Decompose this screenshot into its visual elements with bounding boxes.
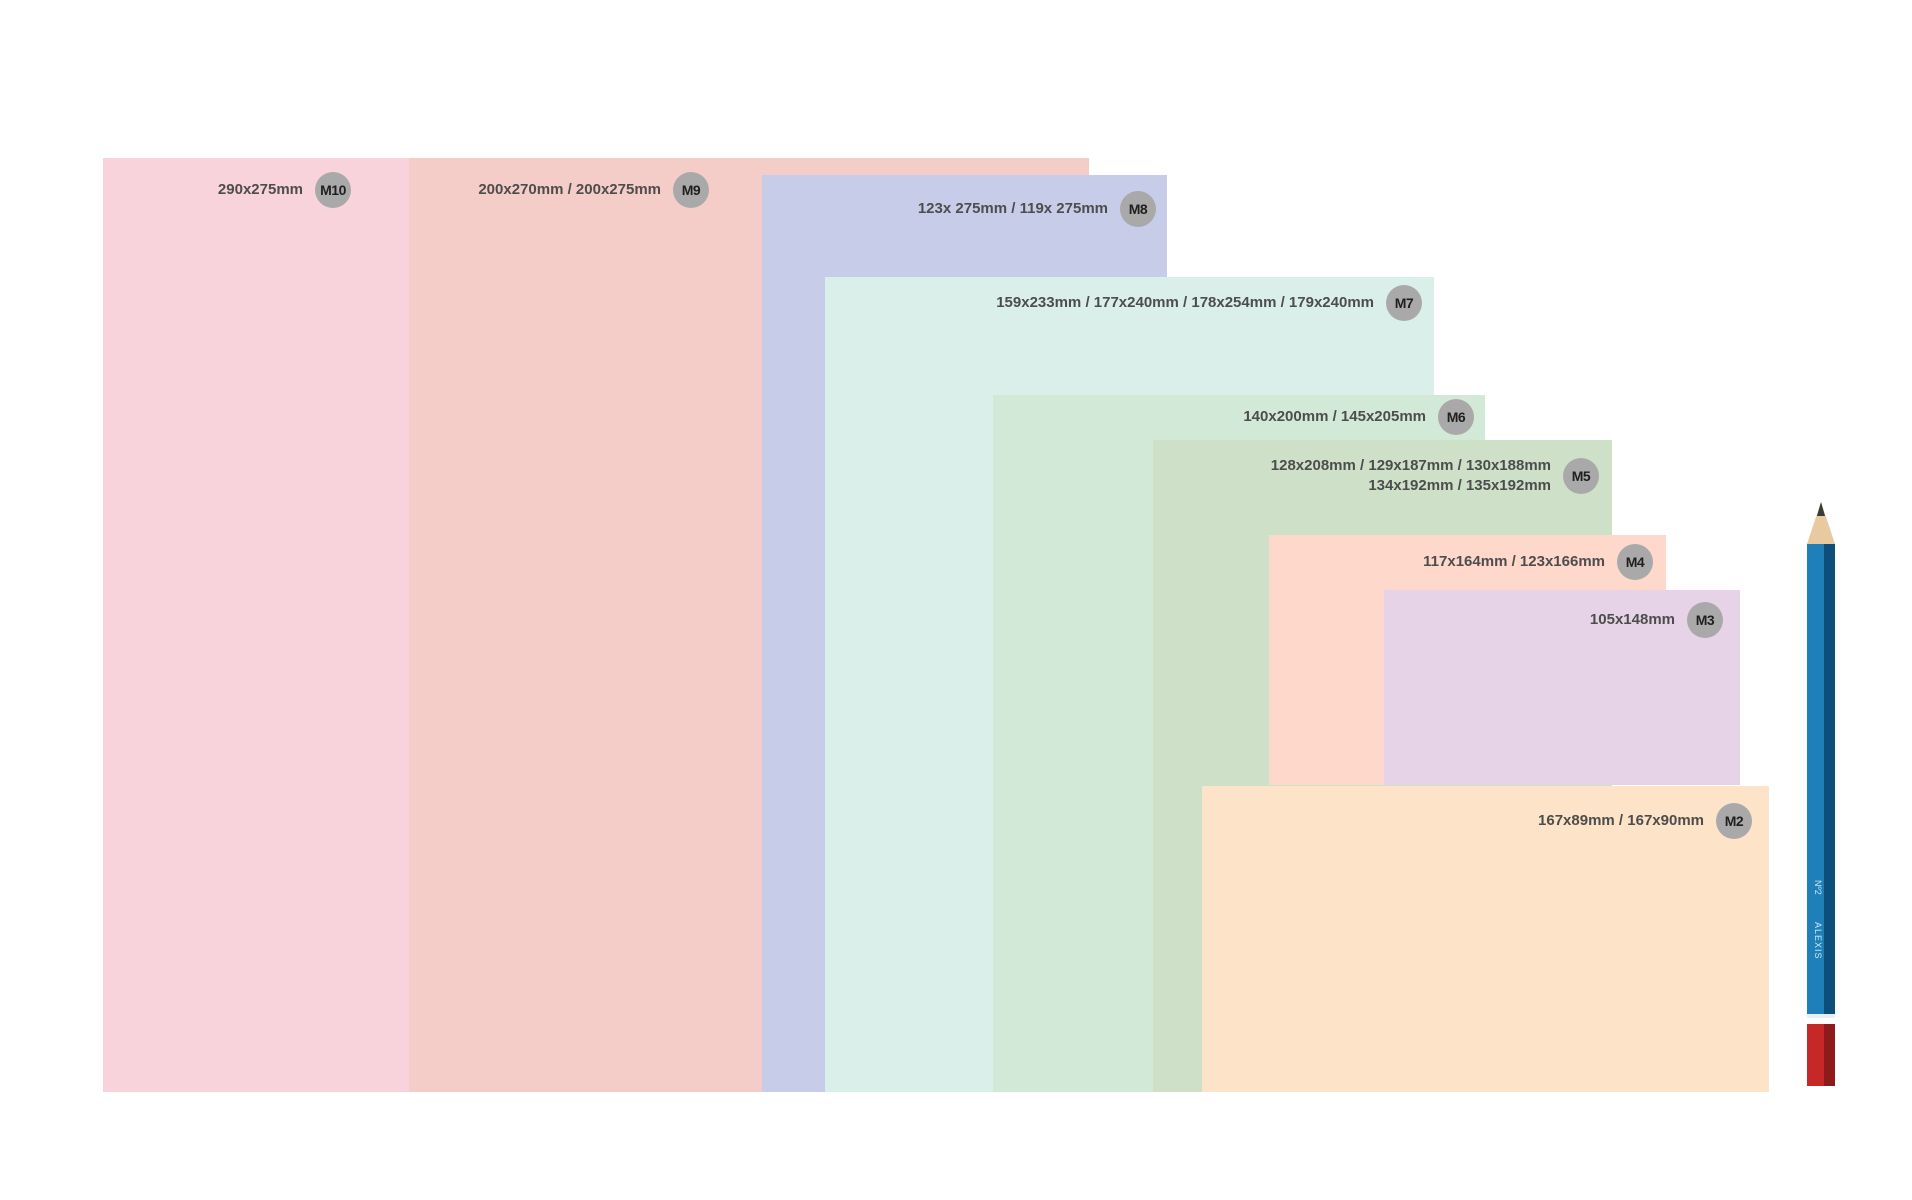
format-m10-label: 290x275mm M10 (218, 172, 351, 208)
format-m9-sizes: 200x270mm / 200x275mm (478, 181, 661, 198)
format-m9-label: 200x270mm / 200x275mm M9 (478, 172, 709, 208)
svg-text:Nº2: Nº2 (1813, 880, 1823, 895)
format-m3-badge: M3 (1687, 602, 1723, 638)
format-m3-area (1384, 590, 1740, 785)
format-m2-badge: M2 (1716, 803, 1752, 839)
format-m6-sizes: 140x200mm / 145x205mm (1243, 408, 1426, 425)
format-m4-sizes: 117x164mm / 123x166mm (1423, 553, 1605, 570)
format-m6-badge: M6 (1438, 399, 1474, 435)
format-m2-area (1202, 786, 1769, 1092)
svg-text:ALEXIS: ALEXIS (1813, 922, 1823, 960)
format-m8-sizes: 123x 275mm / 119x 275mm (917, 200, 1108, 217)
format-m2-sizes: 167x89mm / 167x90mm (1538, 812, 1704, 829)
pencil-icon: Nº2 ALEXIS (1807, 502, 1835, 1086)
pencil-band-white (1807, 1018, 1835, 1024)
format-m10-area (103, 158, 409, 1092)
format-m8-label: 123x 275mm / 119x 275mm M8 (918, 191, 1156, 227)
format-m4-badge: M4 (1617, 544, 1653, 580)
format-m5-sizes: 128x208mm / 129x187mm / 130x188mm 134x19… (1270, 457, 1551, 494)
format-m8-badge: M8 (1120, 191, 1156, 227)
pencil-body-shade (1824, 544, 1835, 1014)
format-m9-badge: M9 (673, 172, 709, 208)
format-m10-sizes: 290x275mm (217, 181, 303, 198)
pencil-band-light (1807, 1014, 1835, 1018)
format-m4-label: 117x164mm / 123x166mm M4 (1423, 544, 1653, 580)
format-m7-sizes: 159x233mm / 177x240mm / 178x254mm / 179x… (996, 294, 1374, 311)
pencil-wood-tip (1807, 502, 1835, 544)
format-m5-label: 128x208mm / 129x187mm / 130x188mm 134x19… (1271, 456, 1599, 496)
pencil-lead-tip (1817, 502, 1825, 516)
pencil-imprint: Nº2 ALEXIS (1813, 880, 1823, 960)
format-m10-badge: M10 (315, 172, 351, 208)
format-m6-label: 140x200mm / 145x205mm M6 (1243, 399, 1474, 435)
pencil-eraser-shade (1824, 1024, 1835, 1086)
format-m5-badge: M5 (1563, 458, 1599, 494)
format-m7-badge: M7 (1386, 285, 1422, 321)
format-m3-label: 105x148mm M3 (1590, 602, 1723, 638)
format-m3-sizes: 105x148mm (1589, 611, 1675, 628)
format-m7-label: 159x233mm / 177x240mm / 178x254mm / 179x… (996, 285, 1422, 321)
format-m2-label: 167x89mm / 167x90mm M2 (1538, 803, 1752, 839)
